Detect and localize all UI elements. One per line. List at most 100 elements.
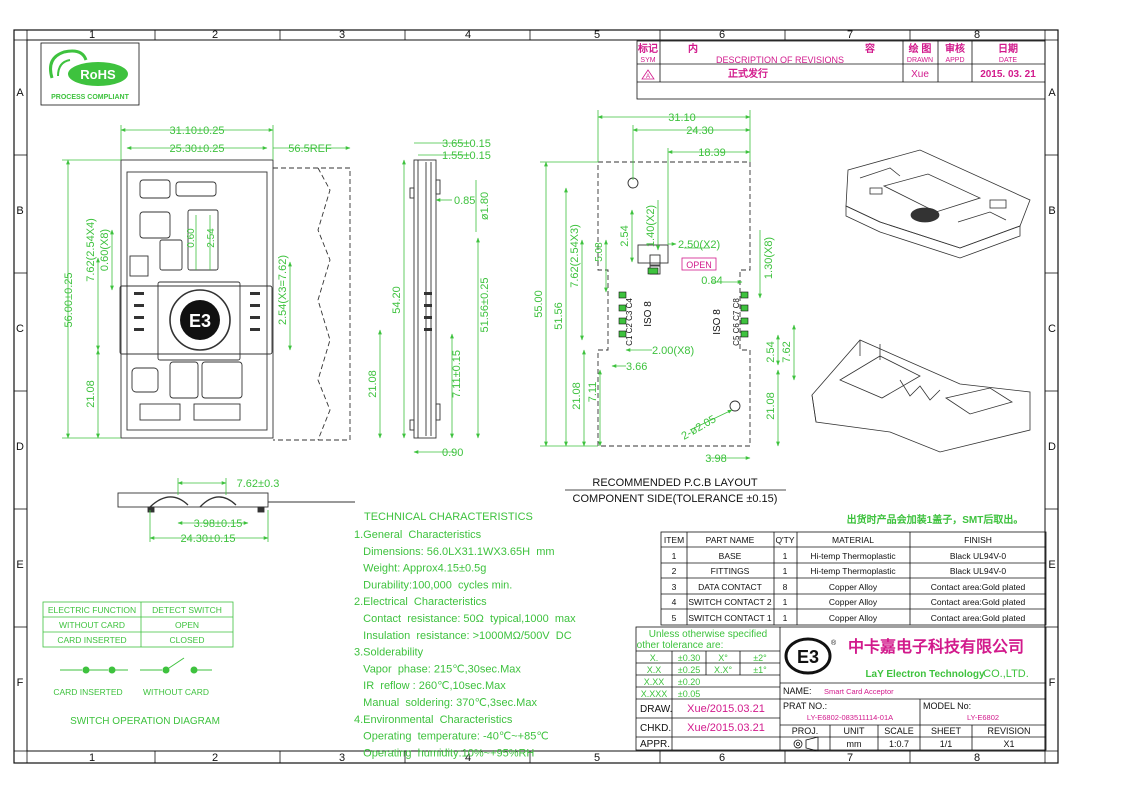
frame-col-label-bottom: 3 <box>339 752 345 764</box>
rohs-brand: RoHS <box>80 67 116 82</box>
dim-pcb-1839: 18.39 <box>698 147 726 159</box>
spring-detail <box>117 492 355 513</box>
bom-cell: 1 <box>783 566 788 576</box>
bom-cell: 4 <box>672 597 677 607</box>
pcb-pins-left: C1 C2 C3 C4 <box>625 298 634 346</box>
frame-col-label: 3 <box>339 29 345 41</box>
tech-line: Contact resistance: 50Ω typical,1000 max <box>354 613 576 625</box>
tech-line: 2.Electrical Characteristics <box>354 596 487 608</box>
iso-view-bottom <box>811 339 1031 453</box>
company-logo: E3 ® <box>784 637 837 675</box>
bom-cell: FITTINGS <box>711 566 750 576</box>
pcb-iso-right: ISO 8 <box>712 309 723 335</box>
tech-line: Dimensions: 56.0LX31.1WX3.65H mm <box>354 546 555 558</box>
dim-side-090: 0.90 <box>442 447 463 459</box>
bom-table <box>660 531 1047 626</box>
bom-cell: SWITCH CONTACT 2 <box>688 597 772 607</box>
tolerance-cell: ±0.20 <box>678 677 700 687</box>
scale-value: 1:0.7 <box>889 739 909 749</box>
pcb-pads <box>618 267 749 338</box>
dim-top-bottom-l: 21.08 <box>85 380 97 408</box>
switch-row-inserted: CARD INSERTED <box>57 635 126 645</box>
tolerance-cell: X.XXX <box>641 689 668 699</box>
dim-top-width: 31.10±0.25 <box>170 125 225 137</box>
frame-row-label: B <box>16 205 23 217</box>
name-label: NAME: <box>783 686 812 696</box>
frame-row-label-right: B <box>1048 205 1055 217</box>
tolerance-cell: X° <box>718 653 728 663</box>
dim-top-pitch-r: 2.54(X3=7.62) <box>277 255 289 325</box>
side-view-dimensions <box>402 142 480 454</box>
dim-pcb-5500: 55.00 <box>533 290 545 318</box>
svg-text:E3: E3 <box>797 647 819 667</box>
dim-pcb-2430: 24.30 <box>686 125 714 137</box>
e3-mark-top: E3 <box>180 300 220 340</box>
tolerance-cell: ±0.30 <box>678 653 700 663</box>
rev-date-en: DATE <box>999 57 1017 64</box>
bom-cell: Copper Alloy <box>829 582 878 592</box>
frame-row-label: D <box>16 441 24 453</box>
rev-sym-cn: 标记 <box>637 42 658 55</box>
svg-text:®: ® <box>831 639 837 647</box>
switch-diagram-title: SWITCH OPERATION DIAGRAM <box>70 716 220 727</box>
frame-row-label-right: C <box>1048 323 1056 335</box>
tech-characteristics: TECHNICAL CHARACTERISTICS 1.General Char… <box>354 511 576 759</box>
bom-header: ITEM <box>664 535 684 545</box>
frame-col-label: 6 <box>719 29 725 41</box>
frame-col-label: 4 <box>465 29 471 41</box>
bom-cell: 8 <box>783 582 788 592</box>
tol-title-1: Unless otherwise specified <box>649 629 767 640</box>
rev-label: REVISION <box>987 726 1030 736</box>
dim-side-peg: ø1.80 <box>479 192 491 220</box>
tolerance-cell: X.X <box>647 665 662 675</box>
side-view <box>409 159 441 439</box>
rev-row-desc: 正式发行 <box>728 67 768 80</box>
pcb-pins-right: C5 C6 C7 C8 <box>732 298 741 346</box>
dim-side-lower: 7.11±0.15 <box>451 350 463 398</box>
rev-row-sym: A <box>646 74 650 80</box>
dim-pcb-130: 1.30(X8) <box>763 237 775 279</box>
bom-cell: 1 <box>783 597 788 607</box>
tech-line: Manual soldering: 370℃,3sec.Max <box>354 697 537 709</box>
switch-header-detect: DETECT SWITCH <box>152 605 222 615</box>
bom-cell: 1 <box>783 613 788 623</box>
bom-cell: Black UL94V-0 <box>950 566 1006 576</box>
top-view-contacts <box>134 292 260 331</box>
company-name-en: LaY Electron Technology <box>865 669 985 680</box>
rev-row-drawn: Xue <box>911 69 929 80</box>
bom-cell: Copper Alloy <box>829 613 878 623</box>
bom-cell: 2 <box>672 566 677 576</box>
open-label-box <box>681 257 717 271</box>
top-view <box>119 159 351 441</box>
draw-value: Xue/2015.03.21 <box>687 703 765 715</box>
dim-side-body: 51.56±0.25 <box>479 278 491 333</box>
model-label: MODEL No: <box>923 701 971 711</box>
tech-line: 1.General Characteristics <box>354 529 482 541</box>
company-suffix: CO.,LTD. <box>983 668 1029 680</box>
dim-pcb-250: 2.50(X2) <box>678 239 720 251</box>
frame-col-label-bottom: 4 <box>465 752 471 764</box>
pcb-open-label: OPEN <box>686 260 712 270</box>
bom-cell: DATA CONTACT <box>698 582 762 592</box>
dim-pcb-254r: 2.54 <box>765 341 777 362</box>
frame-row-label-right: A <box>1048 87 1056 99</box>
name-value: Smart Card Acceptor <box>824 687 894 696</box>
frame-row-label: E <box>16 559 23 571</box>
frame-col-label-bottom: 8 <box>974 752 980 764</box>
rev-desc-cn-right: 容 <box>864 42 875 55</box>
bom-cell: Hi-temp Thermoplastic <box>810 551 896 561</box>
bom-cell: Hi-temp Thermoplastic <box>810 566 896 576</box>
iso-view-top <box>845 149 1031 259</box>
frame-row-label-right: E <box>1048 559 1055 571</box>
dim-top-pad-w: 0.60(X8) <box>99 229 111 271</box>
frame-row-label-right: F <box>1049 677 1056 689</box>
switch-table <box>42 601 234 648</box>
rev-sym-en: SYM <box>640 57 655 64</box>
switch-row-without: WITHOUT CARD <box>59 620 125 630</box>
proj-label: PROJ. <box>792 726 819 736</box>
dim-pcb-3110: 31.10 <box>668 112 696 124</box>
dim-pcb-398: 3.98 <box>705 453 726 465</box>
bom-cell: 5 <box>672 613 677 623</box>
